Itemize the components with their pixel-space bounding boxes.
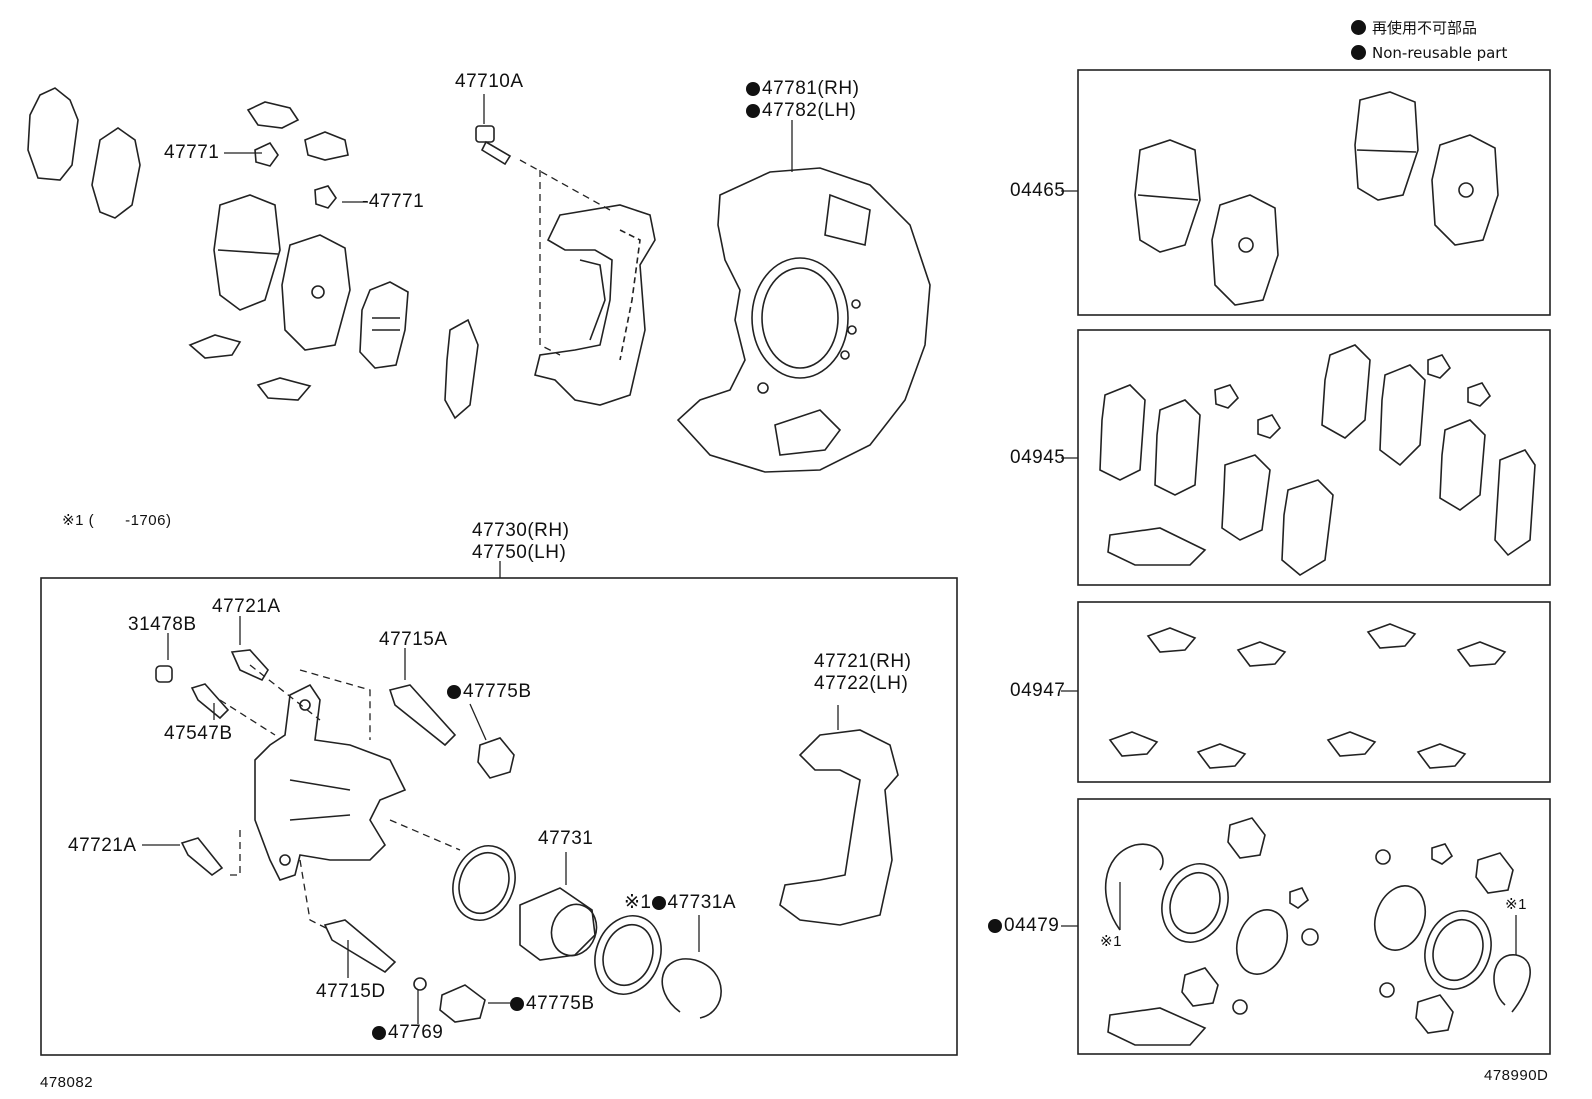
non-reusable-dot-icon (1351, 45, 1366, 60)
kit-04465-box (1077, 69, 1551, 316)
cap-31478b-shape (155, 665, 173, 683)
part-label-47547b[interactable]: 47547B (164, 723, 233, 744)
part-label-47722-lh[interactable]: 47722(LH) (814, 673, 909, 694)
part-label-47731a-text: 47731A (667, 892, 737, 913)
kit-note-mark-right: ※1 (1505, 896, 1527, 913)
legend-english: Non-reusable part (1351, 45, 1507, 61)
part-label-47782[interactable]: 47782(LH) (746, 101, 856, 120)
part-label-47715a[interactable]: 47715A (379, 629, 448, 650)
part-label-47721a-bottom[interactable]: 47721A (68, 835, 137, 856)
part-label-47721-rh[interactable]: 47721(RH) (814, 651, 912, 672)
legend-en-text: Non-reusable part (1372, 44, 1508, 62)
part-label-47775b-top-text: 47775B (463, 681, 532, 702)
non-reusable-dot-icon (447, 685, 461, 699)
applicability-note: ※1 ( -1706) (62, 513, 171, 528)
kit-04945-box (1077, 329, 1551, 586)
part-label-47710a[interactable]: 47710A (455, 71, 524, 92)
non-reusable-dot-icon (1351, 20, 1366, 35)
kit-label-04947[interactable]: 04947 (1010, 680, 1066, 701)
kit-pad-illustrations (1134, 91, 1499, 306)
legend-japanese: 再使用不可部品 (1351, 20, 1477, 36)
kit-label-04479[interactable]: 04479 (988, 916, 1059, 935)
part-label-47731a[interactable]: ※1 47731A (624, 893, 736, 912)
non-reusable-dot-icon (988, 919, 1002, 933)
caliper-mounting-bracket-top-illustration (534, 204, 656, 406)
non-reusable-dot-icon (746, 104, 760, 118)
leader-lines (142, 94, 1517, 1024)
non-reusable-dot-icon (372, 1026, 386, 1040)
note-mark: ※1 (62, 512, 84, 529)
part-label-47771-b[interactable]: -47771 (362, 191, 425, 212)
part-label-47782-text: 47782(LH) (762, 100, 857, 121)
part-label-47781-text: 47781(RH) (762, 78, 860, 99)
part-label-47731[interactable]: 47731 (538, 828, 594, 849)
kit-note-mark-left: ※1 (1100, 933, 1122, 950)
part-label-47750[interactable]: 47750(LH) (472, 542, 567, 563)
kit-seal-illustrations (1104, 817, 1531, 1046)
non-reusable-dot-icon (510, 997, 524, 1011)
figure-code-left: 478082 (40, 1074, 94, 1091)
part-label-47731a-mark: ※1 (624, 892, 652, 913)
caliper-assembly-box (40, 577, 958, 1056)
brake-pads-left-illustration (27, 87, 479, 420)
kit-label-04945[interactable]: 04945 (1010, 447, 1066, 468)
part-label-47781[interactable]: 47781(RH) (746, 79, 859, 98)
kit-label-04465[interactable]: 04465 (1010, 180, 1066, 201)
caliper-assembly-illustration (155, 649, 899, 1023)
part-label-47775b-bottom[interactable]: 47775B (510, 994, 595, 1013)
part-label-47721a-top[interactable]: 47721A (212, 596, 281, 617)
kit-clip-illustrations (1108, 623, 1507, 769)
note-range: ( -1706) (88, 512, 172, 529)
part-label-47771-a[interactable]: 47771 (164, 142, 220, 163)
non-reusable-dot-icon (746, 82, 760, 96)
part-label-47730[interactable]: 47730(RH) (472, 520, 570, 541)
part-label-31478b[interactable]: 31478B (128, 614, 197, 635)
part-label-47769-text: 47769 (388, 1022, 444, 1043)
kit-label-04479-text: 04479 (1004, 915, 1060, 936)
part-label-47775b-bottom-text: 47775B (526, 993, 595, 1014)
part-label-47775b-top[interactable]: 47775B (447, 682, 532, 701)
kit-04479-box (1077, 798, 1551, 1055)
bolt-47710a-illustration (475, 125, 512, 166)
part-label-47769[interactable]: 47769 (372, 1023, 443, 1042)
kit-04947-box (1077, 601, 1551, 783)
disc-brake-dust-shield-illustration (676, 167, 931, 473)
non-reusable-dot-icon (651, 896, 666, 910)
dashed-assembly-guides (219, 159, 611, 931)
legend-jp-text: 再使用不可部品 (1372, 19, 1478, 37)
part-label-47715d[interactable]: 47715D (316, 981, 386, 1002)
kit-shim-illustrations (1099, 344, 1536, 576)
figure-code-right: 478990D (1484, 1067, 1549, 1084)
